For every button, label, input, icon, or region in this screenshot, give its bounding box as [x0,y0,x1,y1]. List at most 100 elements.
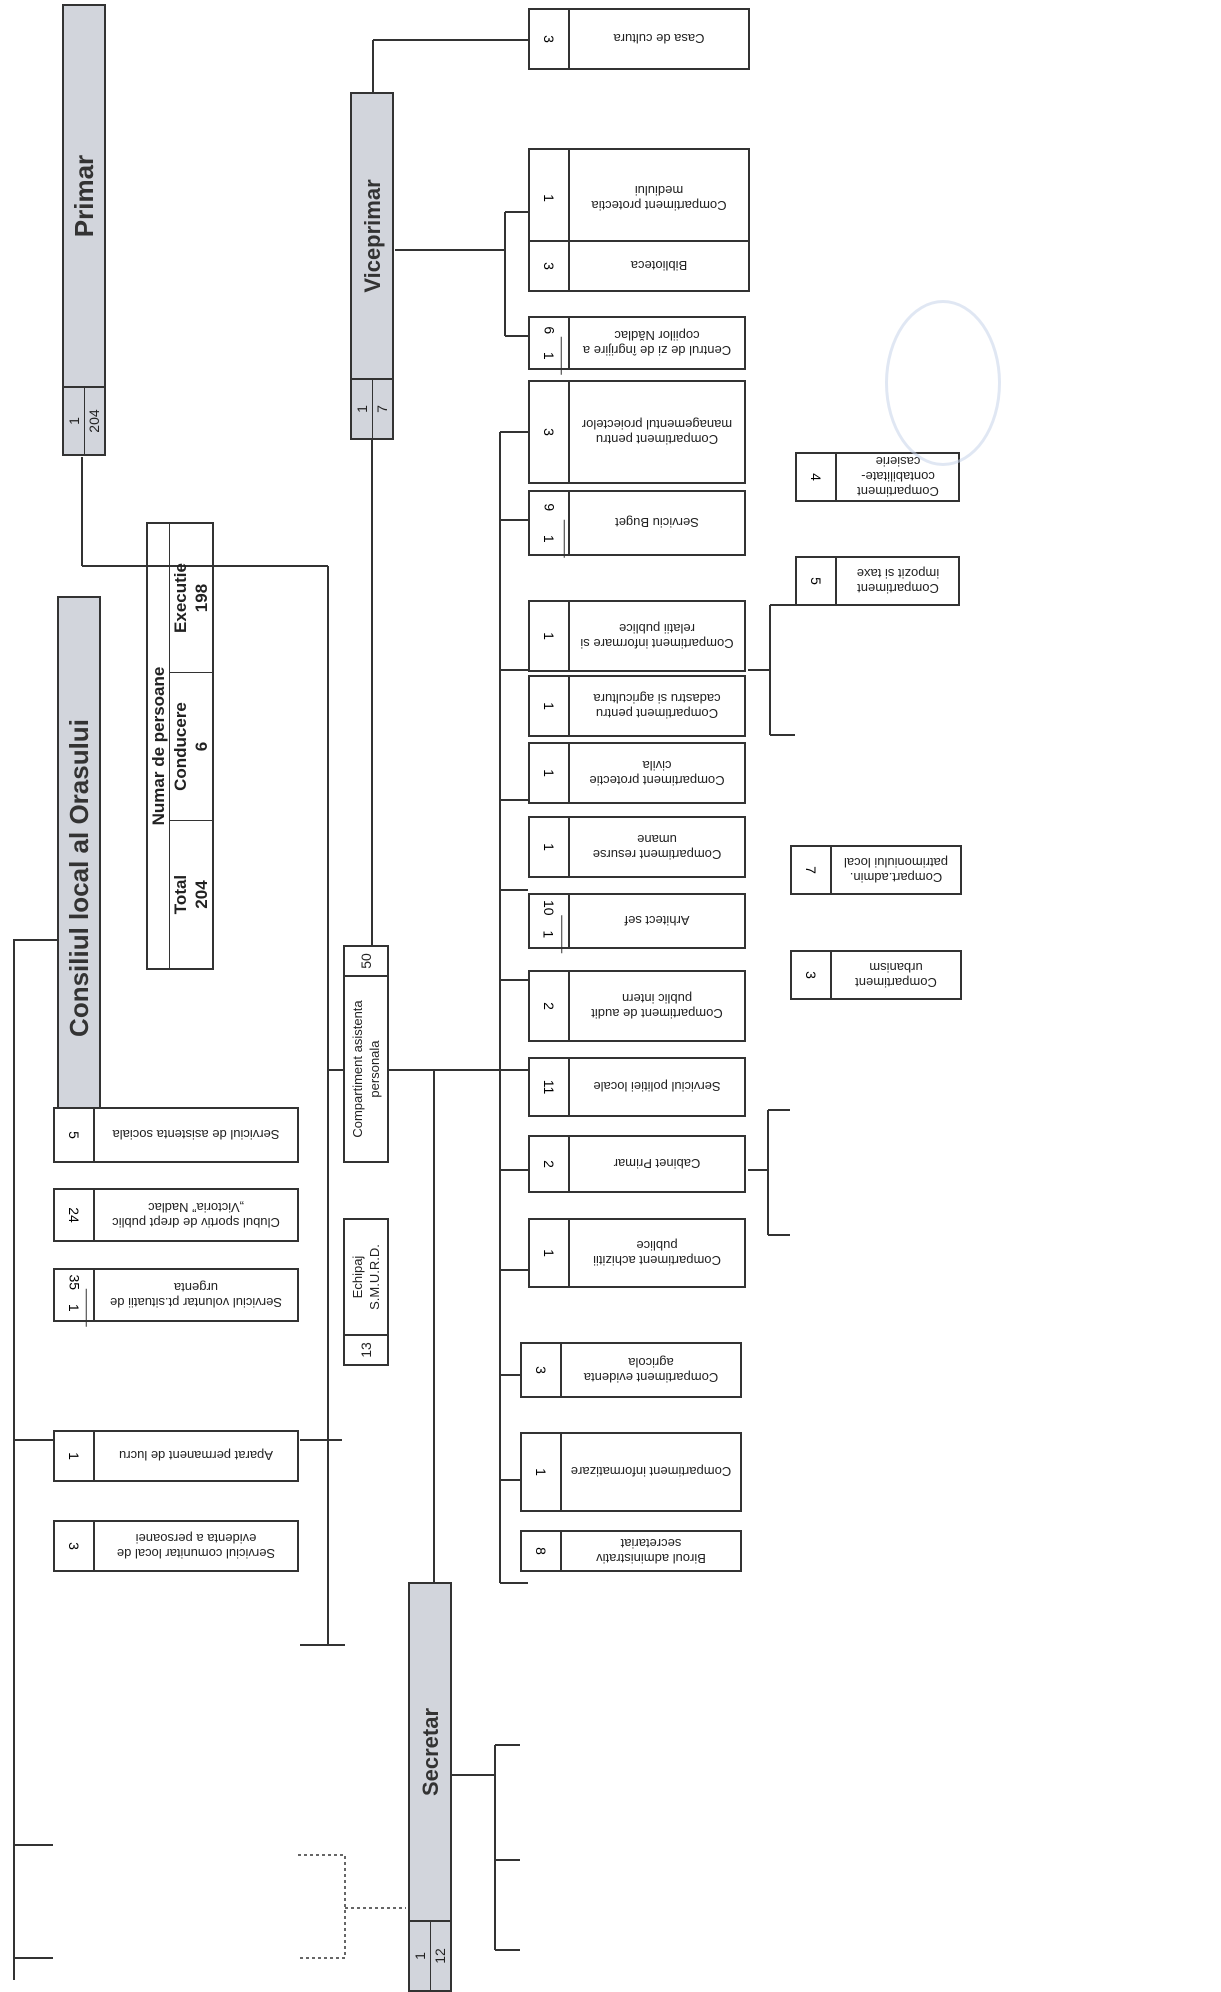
unit-count: 11 [541,1079,557,1095]
unit-count-column: 3 [522,1344,562,1396]
council-title: Consiliul local al Orasului [63,719,94,1037]
unit-count-column: 4 [797,454,837,500]
unit-label: Compartiment de audit public intern [591,991,723,1021]
staff-val-executie: 198 [191,583,211,613]
unit-count-column: 1 [530,744,570,802]
primar-box: 1 204 Primar [62,4,106,456]
unit-count-column: 3 [55,1522,95,1570]
viceprimar-box: 1 7 Viceprimar [350,92,394,440]
unit-count-column: 1 [530,818,570,876]
unit-label: Compartiment informare si relatii public… [580,621,734,651]
unit-label: Clubul sportiv de drept public „Victoria… [112,1200,280,1230]
unit-count-column: 11 [530,1059,570,1115]
unit-count: 3 [803,971,819,979]
unit-label: Compartiment urbanism [855,960,937,990]
unit-label: Compartiment resurse umane [592,832,722,862]
unit-count: 1 [66,1452,82,1460]
unit-lead-count: 1 [61,1288,87,1327]
unit-count-column: 2 [530,972,570,1040]
unit-count-column: 1 [530,677,570,735]
unit-count-column: 5 [797,558,837,604]
asistenta-label: Compartiment asistenta personala [350,1000,382,1138]
viceprimar-count-total: 7 [374,405,391,413]
unit-count-column: 8 [522,1532,562,1570]
unit-box: 24 Clubul sportiv de drept public „Victor… [53,1188,299,1242]
unit-box: 3 Compartiment pentru managementul proiec… [528,380,746,484]
unit-label: Biroul administrativ secretariat [596,1536,706,1566]
unit-label: Compartiment pentru managementul proiect… [581,417,733,447]
unit-count-column: 1 [530,1220,570,1286]
unit-box: 3 Casa de cultura [528,8,750,70]
unit-box: 1 Compartiment achizitii publice [528,1218,746,1288]
asistenta-count: 50 [358,953,374,969]
unit-box: 5 Compartiment impozit si taxe [795,556,960,606]
unit-box: 1 Compartiment informatizare [520,1432,742,1512]
unit-box: 1 Compartiment protectie civila [528,742,746,804]
unit-count-column: 1 [522,1434,562,1510]
unit-box: 3 Compartiment urbanism [790,950,962,1000]
unit-label: Cabinet Primar [613,1156,701,1172]
secretar-box: 1 12 Secretar [408,1582,452,1992]
primar-label: Primar [68,154,99,238]
unit-box: 2 Cabinet Primar [528,1135,746,1193]
unit-label: Compartiment evidenta agricola [583,1355,719,1385]
unit-label: Compart.admin. patrimoniului local [843,855,949,885]
unit-box: 3 Compartiment evidenta agricola [520,1342,742,1398]
unit-count: 8 [533,1547,549,1555]
staff-col-conducere: Conducere [170,672,191,820]
staff-table-heading: Numar de persoane [148,524,170,968]
secretar-count-total: 12 [432,1948,449,1964]
staff-col-total: Total [170,820,191,968]
smurd-box: 13 Echipaj S.M.U.R.D. [343,1218,389,1366]
unit-count: 2 [541,1160,557,1168]
unit-box: 1 Compartiment informare si relatii publi… [528,600,746,672]
unit-count: 3 [533,1366,549,1374]
unit-label: Serviciul de asistenta sociala [112,1127,280,1143]
unit-box: 2 Compartiment de audit public intern [528,970,746,1042]
unit-label: Centrul de zi de îngrijire a copiilor Nă… [582,328,732,358]
unit-count-column: 1 [530,150,570,246]
primar-count-lead: 1 [64,388,85,454]
unit-box: 1 Compartiment pentru cadastru si agricul… [528,675,746,737]
staff-val-conducere: 6 [191,672,212,820]
unit-label: Casa de cultura [613,31,705,47]
unit-count-column: 1 [530,602,570,670]
unit-label: Arhitect sef [624,913,690,929]
smurd-count: 13 [358,1342,374,1358]
unit-count-column: 3 [530,10,570,68]
secretar-label: Secretar [417,1707,443,1797]
official-stamp [885,300,1001,466]
unit-count: 7 [803,866,819,874]
unit-count-column: 2 [530,1137,570,1191]
unit-count: 24 [66,1207,82,1223]
staff-col-executie: Executie [170,563,190,633]
smurd-label: Echipaj S.M.U.R.D. [350,1244,382,1310]
unit-count: 4 [808,473,824,481]
unit-box: 1 Compartiment resurse umane [528,816,746,878]
unit-count-column: 24 [55,1190,95,1240]
unit-count: 3 [66,1542,82,1550]
unit-label: Biblioteca [630,258,688,274]
unit-box: 5 Serviciul de asistenta sociala [53,1107,299,1163]
unit-label: Compartiment pentru cadastru si agricult… [593,691,721,721]
unit-label: Compartiment informatizare [570,1464,732,1480]
unit-count-column: 3 [530,382,570,482]
primar-count-total: 204 [86,409,103,433]
unit-label: Compartiment impozit si taxe [856,566,939,596]
unit-count: 5 [66,1131,82,1139]
unit-label: Compartiment protectie civila [589,758,725,788]
viceprimar-label: Viceprimar [359,179,385,293]
unit-label: Compartiment achizitii publice [593,1238,721,1268]
unit-box: 7 Compart.admin. patrimoniului local [790,845,962,895]
